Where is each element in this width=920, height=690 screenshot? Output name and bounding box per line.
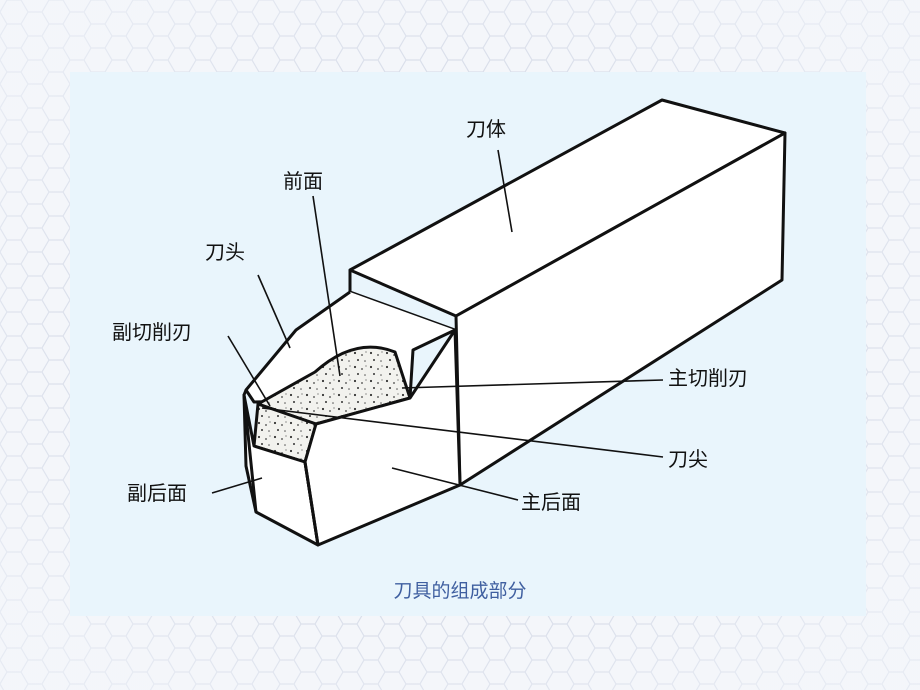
leader-lines <box>211 149 664 501</box>
label-minor-flank: 副后面 <box>127 481 187 505</box>
label-body: 刀体 <box>466 117 506 141</box>
label-minor-cutting-edge: 副切削刃 <box>112 320 192 344</box>
diagram-caption: 刀具的组成部分 <box>393 580 527 602</box>
label-major-flank: 主后面 <box>521 490 581 514</box>
label-head: 刀头 <box>205 240 245 264</box>
tool-outline <box>242 98 787 547</box>
label-rake-face: 前面 <box>283 169 323 193</box>
label-major-cutting-edge: 主切削刃 <box>668 366 748 390</box>
label-tool-tip: 刀尖 <box>668 447 708 471</box>
